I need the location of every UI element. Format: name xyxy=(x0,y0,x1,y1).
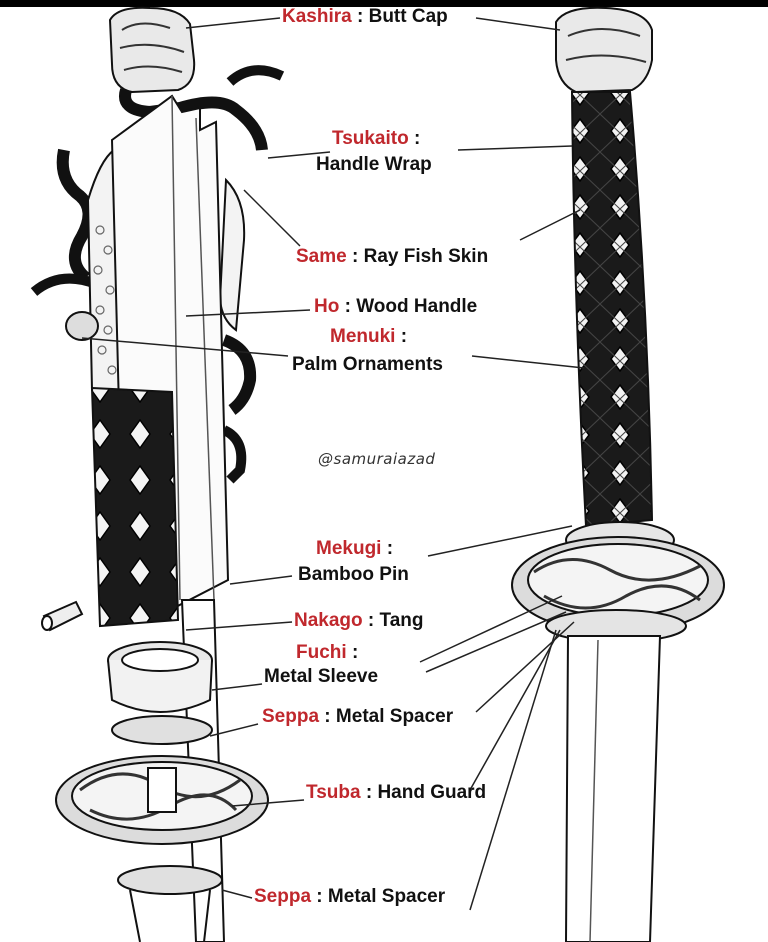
meaning-mekugi: Bamboo Pin xyxy=(298,564,409,585)
term-mekugi: Mekugi xyxy=(316,538,382,559)
blade-assembled xyxy=(564,635,662,942)
top-border xyxy=(0,0,768,7)
leader-lines xyxy=(81,17,585,911)
term-seppa-lower: Seppa xyxy=(254,886,312,907)
term-fuchi: Fuchi xyxy=(296,642,347,663)
term-menuki: Menuki xyxy=(330,326,396,347)
label-seppa-upper: Seppa : Metal Spacer xyxy=(262,706,454,727)
label-ho: Ho : Wood Handle xyxy=(314,296,478,317)
term-ho: Ho xyxy=(314,296,340,317)
meaning-tsukaito: Handle Wrap xyxy=(316,154,432,175)
kashira-part xyxy=(108,6,196,94)
meaning-fuchi: Metal Sleeve xyxy=(264,666,379,687)
label-nakago: Nakago : Tang xyxy=(294,610,424,631)
label-seppa-lower: Seppa : Metal Spacer xyxy=(254,886,446,907)
seppa-upper xyxy=(111,715,213,745)
meaning-seppa-upper: Metal Spacer xyxy=(335,706,454,727)
label-tsuba: Tsuba : Hand Guard xyxy=(306,782,487,803)
meaning-nakago: Tang xyxy=(379,610,424,631)
assembled-handle-illustration xyxy=(511,6,725,942)
meaning-ho: Wood Handle xyxy=(356,296,478,317)
meaning-tsuba: Hand Guard xyxy=(377,782,487,803)
wrapped-handle-section xyxy=(90,386,180,628)
meaning-same: Ray Fish Skin xyxy=(363,246,489,267)
term-kashira: Kashira xyxy=(282,6,352,27)
kashira-assembled xyxy=(555,6,653,94)
fuchi-part xyxy=(107,641,213,713)
meaning-kashira: Butt Cap xyxy=(368,6,448,27)
bamboo-pin xyxy=(41,600,84,632)
term-tsuba: Tsuba xyxy=(306,782,361,803)
seppa-lower xyxy=(117,865,223,895)
tsuba-part xyxy=(55,755,269,845)
label-kashira: Kashira : Butt Cap xyxy=(282,6,448,27)
term-nakago: Nakago xyxy=(294,610,363,631)
exploded-handle-illustration xyxy=(30,6,285,942)
term-tsukaito: Tsukaito xyxy=(332,128,409,149)
meaning-seppa-lower: Metal Spacer xyxy=(327,886,446,907)
label-menuki: Menuki : xyxy=(330,326,408,347)
wrapped-handle-assembled xyxy=(570,91,654,528)
menuki-ornament xyxy=(65,311,99,341)
watermark: @samuraiazad xyxy=(318,450,436,468)
meaning-menuki: Palm Ornaments xyxy=(292,354,443,375)
tsuba-assembled xyxy=(511,536,725,634)
label-fuchi: Fuchi : xyxy=(296,642,359,663)
label-mekugi: Mekugi : xyxy=(316,538,394,559)
label-same: Same : Ray Fish Skin xyxy=(296,246,489,267)
term-same: Same xyxy=(296,246,347,267)
label-tsukaito: Tsukaito : xyxy=(332,128,421,149)
term-seppa-upper: Seppa xyxy=(262,706,320,727)
loose-wrap-ribbon xyxy=(119,88,268,151)
